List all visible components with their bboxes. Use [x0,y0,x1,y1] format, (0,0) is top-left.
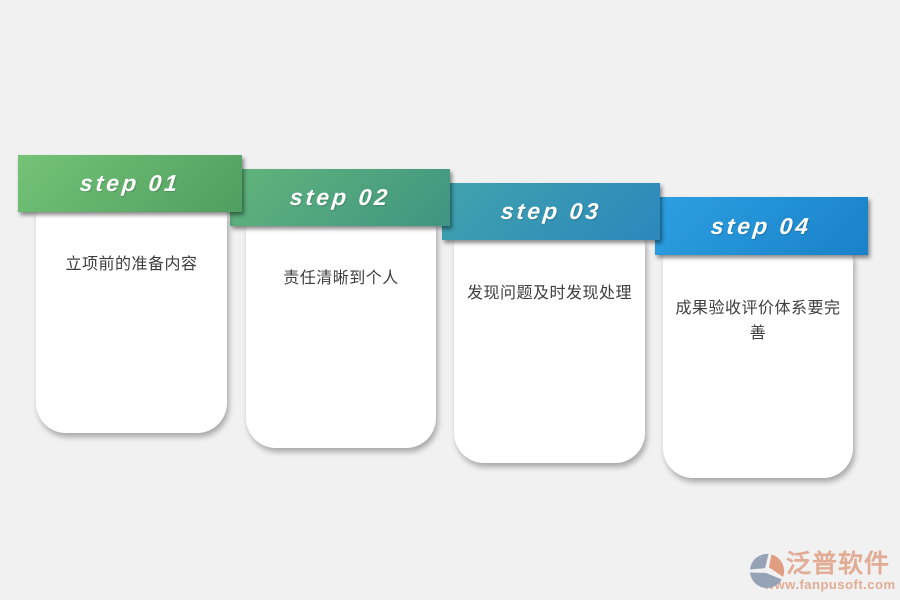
fanpu-url-text: www.fanpusoft.com [764,577,896,592]
step-2-body: 责任清晰到个人 [246,222,436,448]
step-1-label: step 01 [78,170,182,196]
step-1-description: 立项前的准备内容 [65,256,198,273]
step-1-header-banner: step 01 [18,155,242,212]
step-3-description: 发现问题及时发现处理 [466,285,632,302]
step-1-body: 立项前的准备内容 [36,208,227,433]
step-4-header-banner: step 04 [655,197,868,255]
step-4-label: step 04 [710,212,814,239]
fanpu-watermark: 泛普软件 www.fanpusoft.com [748,550,896,592]
step-3-body: 发现问题及时发现处理 [454,237,645,463]
step-2-header-banner: step 02 [230,169,450,226]
fanpu-brand-text: 泛普软件 [786,550,891,578]
step-4-body: 成果验收评价体系要完善 [663,252,853,478]
step-4-description: 成果验收评价体系要完善 [675,300,841,342]
step-2-label: step 02 [288,184,392,210]
step-3-label: step 03 [499,198,603,224]
fanpu-logo-icon [748,552,786,590]
step-3-header-banner: step 03 [442,183,660,240]
step-2-description: 责任清晰到个人 [283,270,399,287]
